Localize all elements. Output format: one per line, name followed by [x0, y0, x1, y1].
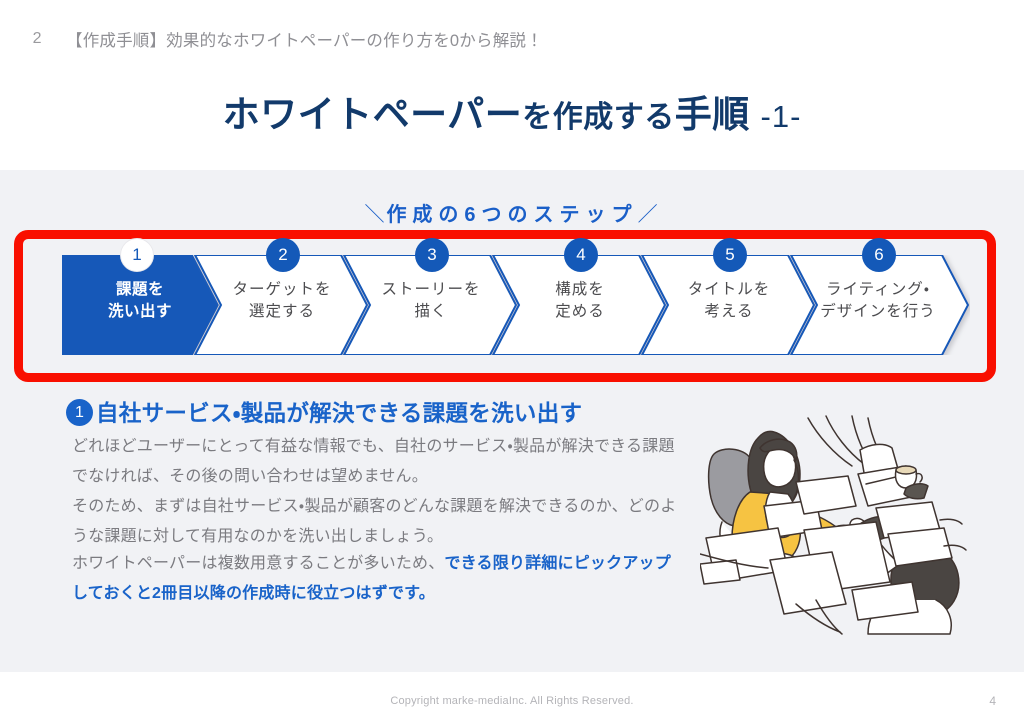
step-number-6: 6	[862, 238, 896, 272]
step-number-5: 5	[713, 238, 747, 272]
body-paragraph-1-text: どれほどユーザーにとって有益な情報でも、自社のサービス・製品が解決できる課題でな…	[72, 438, 675, 485]
page-title-suffix: -1-	[760, 99, 802, 134]
section-heading: 1 自社サービス・製品が解決できる課題を洗い出す	[66, 396, 582, 428]
desk-illustration	[700, 414, 1012, 636]
steps-subtitle: ＼作成の6つのステップ／	[0, 198, 1024, 227]
slash-left-icon: ＼	[364, 204, 387, 226]
footer-copyright: Copyright marke-mediaInc. All Rights Res…	[390, 695, 634, 707]
section-heading-text: 自社サービス・製品が解決できる課題を洗い出す	[96, 401, 583, 426]
body-paragraph-2: そのため、まずは自社サービス・製品が顧客のどんな課題を解決できるのか、どのような…	[72, 492, 684, 552]
step-chevron-2[interactable]	[193, 255, 369, 355]
header-title: 【作成手順】効果的なホワイトペーパーの作り方を0から解説！	[66, 32, 543, 50]
slide-header: 2 【作成手順】効果的なホワイトペーパーの作り方を0から解説！	[0, 24, 1024, 54]
steps-subtitle-text: 作成の6つのステップ	[386, 204, 638, 226]
page-title: ホワイトペーパーを作成する手順 -1-	[0, 84, 1024, 138]
body-paragraph-3-highlight: できる限り詳細にピックアップしておくと2冊目以降の作成時に役立つはずです。	[72, 555, 671, 602]
page-title-mid: を作成する	[522, 101, 675, 134]
footer-page-number: 4	[989, 694, 996, 708]
step-chevron-3[interactable]	[342, 255, 518, 355]
step-number-2: 2	[266, 238, 300, 272]
step-number-4: 4	[564, 238, 598, 272]
steps-flow-svg	[62, 255, 970, 355]
step-chevron-5[interactable]	[640, 255, 816, 355]
step-number-1: 1	[120, 238, 154, 272]
step-chevron-1[interactable]	[62, 255, 219, 355]
red-highlight-frame	[14, 230, 996, 382]
header-page-marker: 2	[32, 30, 42, 47]
steps-flow: 1 2 3 4 5 6 課題を 洗い出す ターゲットを 選定する ストーリーを …	[62, 238, 970, 355]
step-number-3: 3	[415, 238, 449, 272]
body-paragraph-3-text: ホワイトペーパーは複数用意することが多いため、	[72, 555, 445, 572]
section-badge: 1	[66, 398, 93, 426]
step-chevron-4[interactable]	[491, 255, 667, 355]
page-title-main: ホワイトペーパー	[222, 94, 523, 135]
slash-right-icon: ／	[637, 204, 660, 226]
desk-illustration-svg	[700, 415, 967, 635]
body-paragraph-3: ホワイトペーパーは複数用意することが多いため、できる限り詳細にピックアップしてお…	[72, 549, 684, 609]
page-title-tail: 手順	[674, 94, 750, 135]
body-paragraph-1: どれほどユーザーにとって有益な情報でも、自社のサービス・製品が解決できる課題でな…	[72, 432, 684, 492]
body-paragraph-2-text: そのため、まずは自社サービス・製品が顧客のどんな課題を解決できるのか、どのような…	[72, 498, 677, 545]
step-chevron-6[interactable]	[789, 255, 970, 355]
